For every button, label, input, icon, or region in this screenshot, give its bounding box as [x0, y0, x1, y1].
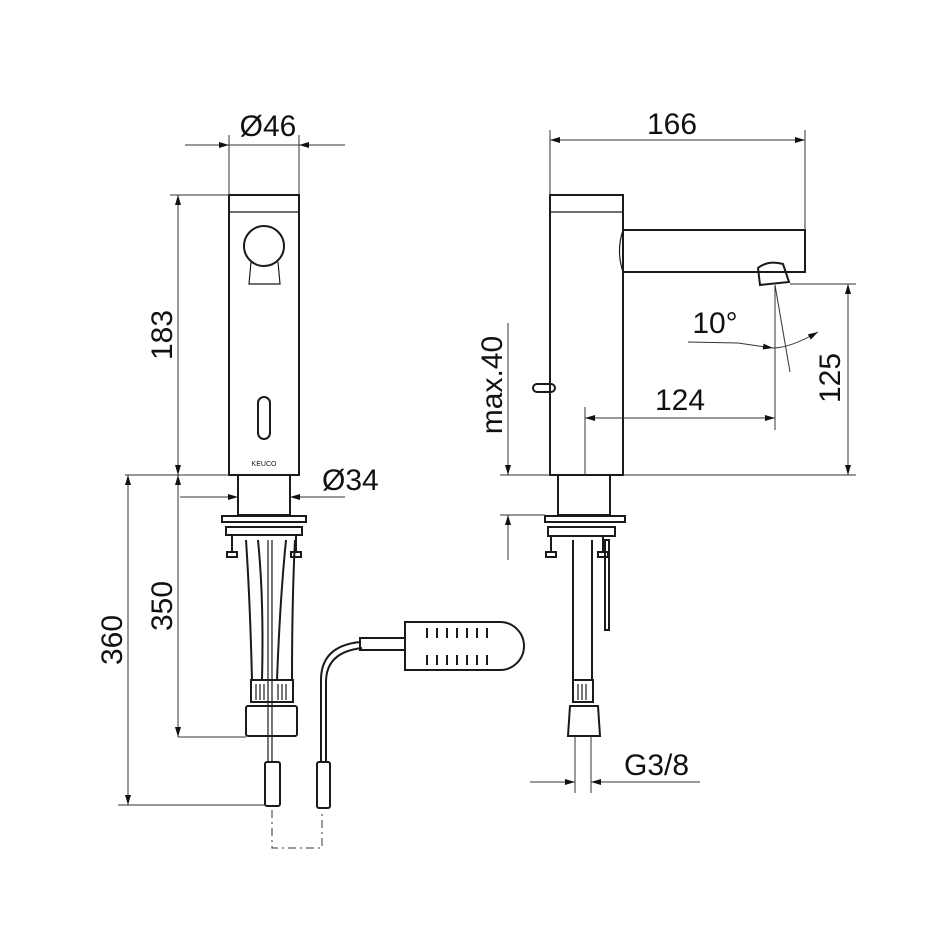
popup-knob [532, 383, 556, 393]
battery-cable [320, 641, 363, 762]
hose-ferrule-side [572, 679, 594, 703]
faucet-body-front [228, 194, 300, 476]
popup-rod [604, 539, 610, 631]
hose-nut-side [566, 705, 602, 737]
battery-box [404, 621, 525, 671]
mounting-washer-front [225, 526, 303, 536]
dim-thread-g38: G3/8 [624, 749, 689, 782]
spout-side [623, 229, 806, 273]
plug-connection-dashed [271, 810, 323, 849]
dim-angle-10: 10° [692, 307, 737, 340]
battery-vents [426, 628, 488, 665]
neck-front [237, 474, 291, 516]
dim-height-183: 183 [146, 310, 179, 360]
cable-plug-left [264, 761, 281, 807]
hose-left [245, 539, 264, 681]
dim-height-125: 125 [814, 353, 847, 403]
spout-outlet-front [248, 261, 281, 285]
cable-plug-right [316, 761, 331, 809]
dim-length-350: 350 [146, 581, 179, 631]
mounting-plate-side [544, 515, 626, 523]
sensor-window [257, 396, 271, 440]
front-dimensions: Ø46 183 Ø34 350 360 [96, 110, 379, 806]
nut-left [226, 551, 238, 558]
dim-max-40: max.40 [476, 336, 509, 434]
hose-right [276, 539, 296, 681]
front-view: KEUCO [221, 194, 525, 849]
mounting-plate-front [221, 515, 307, 523]
faucet-body-side [549, 194, 624, 476]
cable-sleeve [359, 637, 406, 651]
dim-length-360: 360 [96, 615, 129, 665]
sensor-knob [243, 225, 285, 267]
spray-angle-line [774, 284, 791, 373]
dim-diameter-34: Ø34 [322, 464, 379, 497]
aerator [756, 261, 791, 287]
side-dimensions: 166 124 10° 125 max.40 G3/8 [476, 108, 856, 793]
brand-mark: KEUCO [252, 461, 277, 468]
neck-side [557, 474, 611, 516]
nut-right [290, 551, 302, 558]
dim-reach-124: 124 [655, 384, 705, 417]
side-view [532, 194, 806, 737]
dim-reach-166: 166 [647, 108, 697, 141]
dim-diameter-46: Ø46 [240, 110, 297, 143]
